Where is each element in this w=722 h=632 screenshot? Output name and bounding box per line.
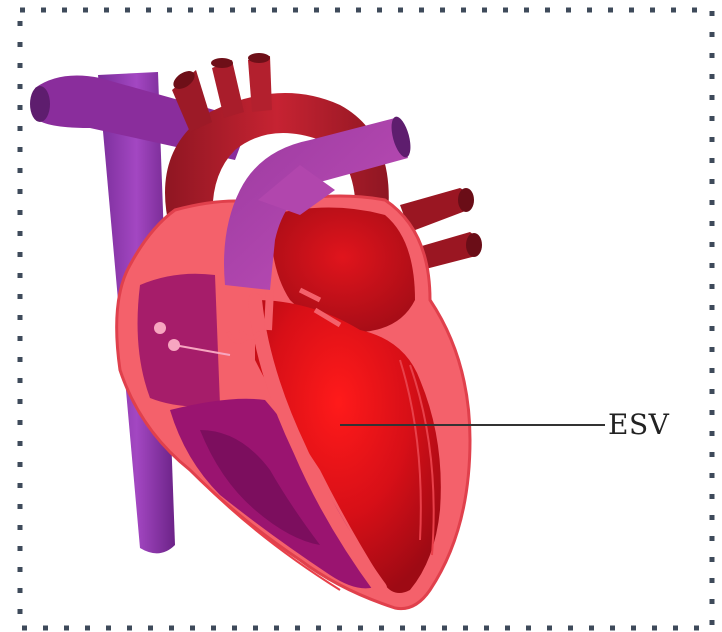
pv-opening-lower xyxy=(466,233,482,257)
pv-opening-upper xyxy=(458,188,474,212)
esv-label: ESV xyxy=(608,408,669,441)
sa-node xyxy=(154,322,166,334)
branch-opening-2 xyxy=(211,58,233,68)
vein-opening xyxy=(30,86,50,122)
branch-opening-3 xyxy=(248,53,270,63)
aortic-branch-3 xyxy=(248,56,272,112)
right-atrium xyxy=(138,274,220,407)
